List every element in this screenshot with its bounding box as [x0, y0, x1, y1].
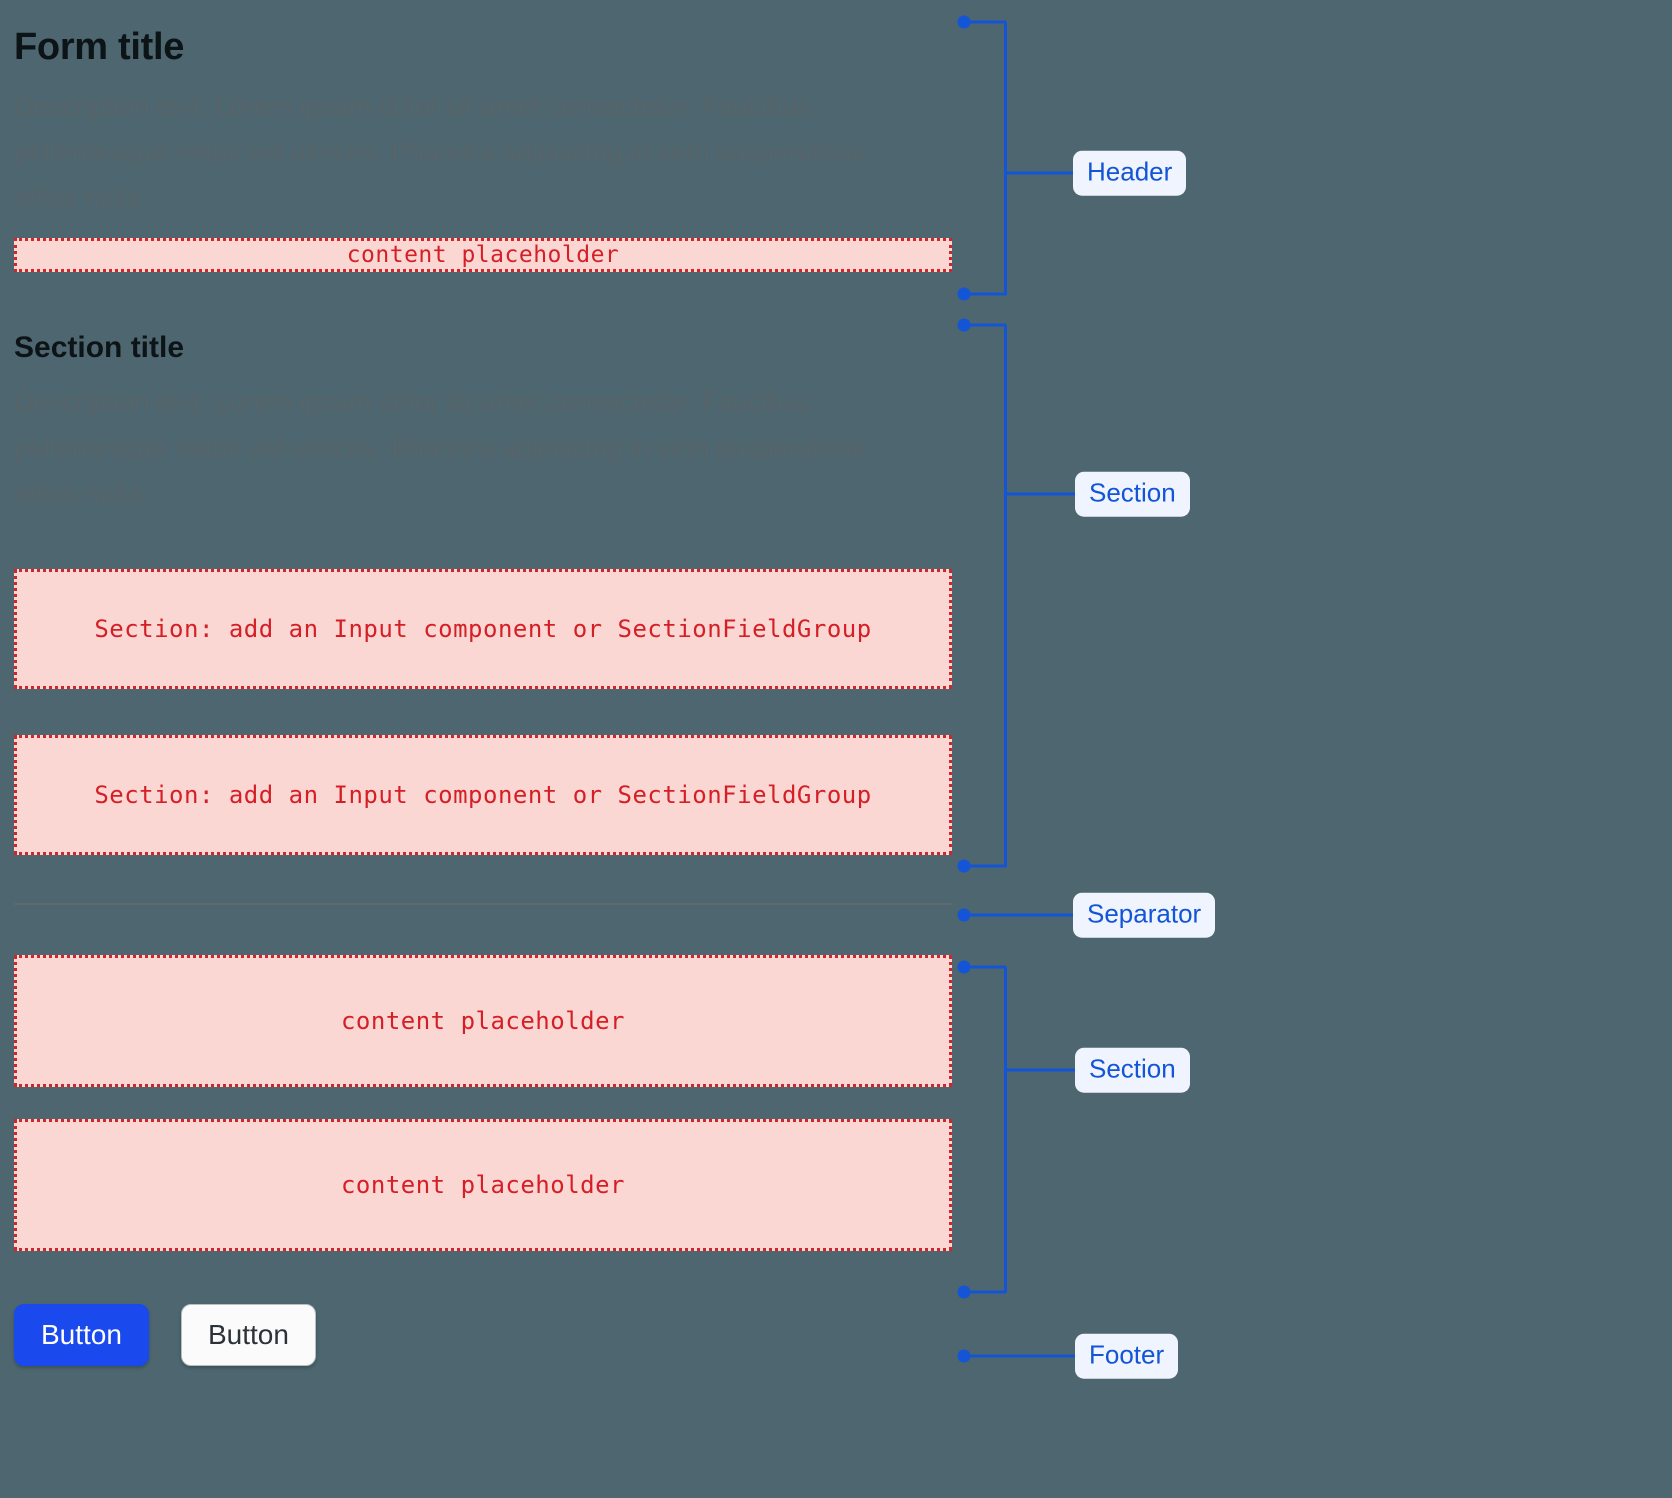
- section-one-leader-line: [1004, 492, 1076, 496]
- form-container: Form title Description text. Lorem ipsum…: [14, 0, 952, 1366]
- form-title: Form title: [14, 26, 185, 68]
- section-two-anchor-line-top: [964, 965, 1006, 969]
- header-bracket-spine: [1004, 22, 1007, 295]
- annotation-label-separator[interactable]: Separator: [1073, 892, 1216, 938]
- primary-button[interactable]: Button: [14, 1303, 149, 1366]
- section-field-placeholder-2: Section: add an Input component or Secti…: [14, 734, 952, 855]
- header-anchor-line-top: [964, 20, 1006, 24]
- section-one-bracket-spine: [1004, 325, 1007, 867]
- form-footer: Button Button: [14, 1303, 952, 1366]
- form-separator: [14, 902, 952, 905]
- section-two-bracket-spine: [1004, 967, 1007, 1293]
- section-one-anchor-line-top: [964, 323, 1006, 327]
- form-description: Description text. Lorem ipsum dolor sit …: [14, 91, 867, 213]
- section-description: Description text. Lorem ipsum dolor sit …: [14, 387, 867, 509]
- form-section-one: Section title Description text. Lorem ip…: [14, 330, 952, 855]
- separator-leader-line: [964, 913, 1074, 917]
- annotation-label-section-one[interactable]: Section: [1075, 471, 1190, 517]
- secondary-button[interactable]: Button: [180, 1303, 316, 1366]
- section-field-placeholder-1: Section: add an Input component or Secti…: [14, 568, 952, 689]
- section-title: Section title: [14, 331, 185, 365]
- section-two-content-placeholder-2: content placeholder: [14, 1118, 952, 1251]
- section-two-content-placeholder-1: content placeholder: [14, 954, 952, 1087]
- annotation-label-header[interactable]: Header: [1073, 150, 1187, 196]
- annotation-label-footer[interactable]: Footer: [1075, 1333, 1179, 1379]
- footer-leader-line: [964, 1354, 1076, 1358]
- annotation-label-section-two[interactable]: Section: [1075, 1047, 1190, 1093]
- header-anchor-line-bottom: [964, 292, 1006, 296]
- form-header: Form title Description text. Lorem ipsum…: [14, 0, 952, 273]
- form-section-two: content placeholder content placeholder: [14, 954, 952, 1251]
- section-two-anchor-line-bottom: [964, 1290, 1006, 1294]
- section-one-anchor-line-bottom: [964, 864, 1006, 868]
- header-leader-line: [1004, 171, 1074, 175]
- section-two-leader-line: [1004, 1068, 1076, 1072]
- header-content-placeholder: content placeholder: [14, 238, 952, 273]
